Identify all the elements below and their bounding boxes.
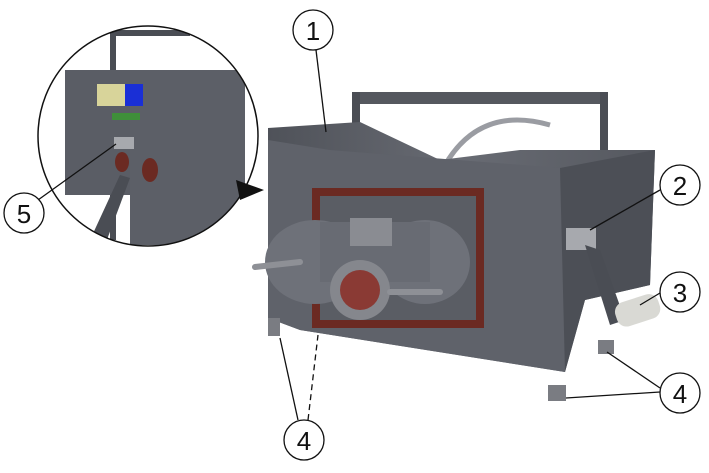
leader-line-1 <box>315 49 327 133</box>
detail-lever-arm <box>90 175 130 245</box>
callout-label: 5 <box>17 199 31 229</box>
detail-circle <box>37 25 259 247</box>
left-rod <box>252 259 303 270</box>
leader-line-4-bottom-solid <box>279 337 299 421</box>
callout-circle <box>283 419 325 461</box>
callout-4-right: 4 <box>659 372 701 414</box>
detail-panel-right <box>130 70 245 245</box>
callout-label: 4 <box>673 379 687 409</box>
leader-line-2 <box>589 189 661 231</box>
leader-line-3 <box>639 292 661 306</box>
sensor-bracket <box>114 137 134 149</box>
leader-line-5 <box>37 143 117 201</box>
callout-4-bottom: 4 <box>283 419 325 461</box>
foot-back-right <box>598 340 614 354</box>
callout-circle <box>659 372 701 414</box>
handle-post-right <box>600 92 608 152</box>
detail-inset <box>37 25 264 247</box>
callout-circle <box>659 164 701 206</box>
detail-frame-top <box>110 30 190 36</box>
handle-post-left <box>352 92 360 152</box>
lever-arm <box>585 245 625 325</box>
pivot-block <box>566 228 596 250</box>
callout-circle <box>659 271 701 313</box>
solenoid-blue <box>125 84 143 106</box>
leader-line-4-right-back <box>606 351 661 389</box>
callout-circle <box>292 9 334 51</box>
grommet-right <box>142 158 158 182</box>
foot-left <box>268 318 280 336</box>
callout-5: 5 <box>3 192 45 234</box>
grommet-left <box>115 152 129 172</box>
callout-label: 4 <box>297 426 311 456</box>
cylinder <box>614 294 661 327</box>
leader-line-4-bottom-dashed <box>307 334 319 421</box>
leader-line-4-right-front <box>565 391 661 399</box>
callout-1: 1 <box>292 9 334 51</box>
foot-front-right <box>548 385 566 401</box>
center-block <box>350 218 392 246</box>
callout-label: 2 <box>673 171 687 201</box>
callout-2: 2 <box>659 164 701 206</box>
detail-pointer-arrow <box>236 180 264 200</box>
leader-lines <box>37 49 661 421</box>
hose <box>442 117 551 167</box>
callout-label: 1 <box>306 16 320 46</box>
callout-3: 3 <box>659 271 701 313</box>
housing-side-face <box>560 150 655 372</box>
solenoid-coil <box>97 84 125 106</box>
callout-label: 3 <box>673 278 687 308</box>
machine-main <box>252 92 661 401</box>
outlet-lens <box>340 270 380 310</box>
callout-circle <box>3 192 45 234</box>
handle-bar <box>352 92 608 104</box>
pcb-green <box>112 113 140 120</box>
